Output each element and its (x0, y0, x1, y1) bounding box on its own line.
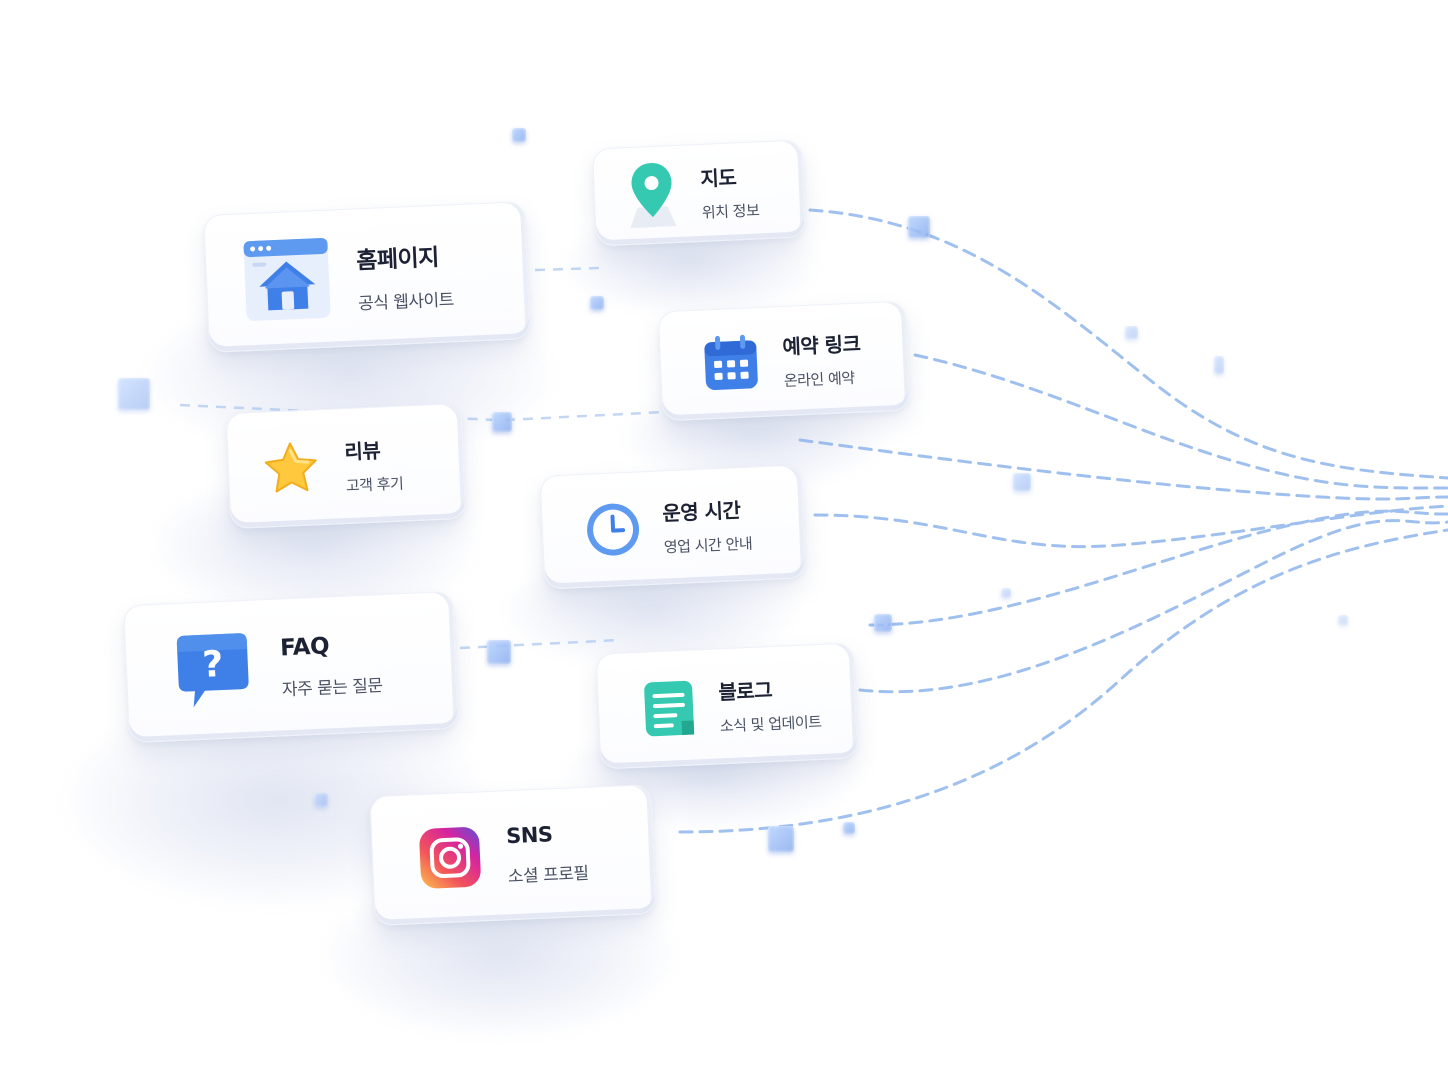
floating-cube (843, 822, 855, 834)
reservation-card[interactable]: 예약 링크 온라인 예약 (657, 300, 911, 422)
blog-subtitle: 소식 및 업데이트 (719, 712, 822, 736)
document-icon (636, 673, 703, 744)
floating-cube (314, 793, 328, 807)
reservation-subtitle: 온라인 예약 (783, 368, 855, 391)
review-subtitle: 고객 후기 (345, 474, 404, 496)
hours-subtitle: 영업 시간 안내 (663, 534, 753, 557)
review-title: 리뷰 (343, 438, 381, 465)
review-card[interactable]: 리뷰 고객 후기 (225, 402, 467, 530)
clock-icon (580, 496, 647, 563)
faq-subtitle: 자주 묻는 질문 (281, 675, 383, 700)
instagram-icon (414, 821, 487, 894)
connection-line (678, 528, 1448, 834)
star-icon (258, 435, 325, 502)
connection-line (858, 519, 1448, 694)
floating-cube (1013, 473, 1031, 491)
home-icon (235, 228, 339, 332)
floating-cube (1001, 588, 1011, 598)
floating-cube (118, 378, 150, 410)
floating-cube (487, 640, 511, 664)
connection-line (813, 504, 1448, 549)
svg-text:?: ? (202, 644, 225, 686)
blog-card[interactable]: 블로그 소식 및 업데이트 (595, 642, 859, 770)
reservation-title: 예약 링크 (781, 331, 861, 360)
faq-card[interactable]: ? FAQ 자주 묻는 질문 (123, 590, 459, 744)
hours-title: 운영 시간 (661, 498, 741, 526)
floating-cube (768, 826, 794, 852)
question-bubble-icon: ? (169, 624, 257, 718)
homepage-title: 홈페이지 (355, 244, 440, 274)
hours-card[interactable]: 운영 시간 영업 시간 안내 (539, 464, 807, 590)
floating-cube (1338, 615, 1348, 625)
map-subtitle: 위치 정보 (701, 201, 760, 222)
connection-line (459, 638, 621, 650)
floating-cube (874, 614, 892, 632)
connection-line (913, 353, 1448, 490)
map-card[interactable]: 지도 위치 정보 (591, 139, 807, 247)
faq-title: FAQ (279, 632, 330, 661)
homepage-subtitle: 공식 웹사이트 (357, 289, 455, 314)
homepage-card[interactable]: 홈페이지 공식 웹사이트 (203, 201, 531, 353)
sns-subtitle: 소셜 프로필 (507, 863, 589, 887)
calendar-icon (698, 330, 765, 397)
floating-cube (1125, 326, 1138, 339)
connection-line (504, 410, 666, 422)
connection-line (798, 438, 1448, 501)
connection-line (808, 208, 1448, 480)
map-title: 지도 (699, 165, 737, 191)
floating-cube (908, 216, 930, 238)
floating-cube (1214, 356, 1224, 374)
floating-cube (492, 412, 512, 432)
sns-card[interactable]: SNS 소셜 프로필 (369, 783, 657, 927)
blog-title: 블로그 (717, 678, 773, 705)
sns-title: SNS (505, 821, 553, 848)
connection-line (868, 509, 1448, 627)
map-pin-icon (615, 154, 688, 237)
floating-cube (512, 128, 526, 142)
connection-line (534, 266, 601, 272)
floating-cube (590, 296, 604, 310)
